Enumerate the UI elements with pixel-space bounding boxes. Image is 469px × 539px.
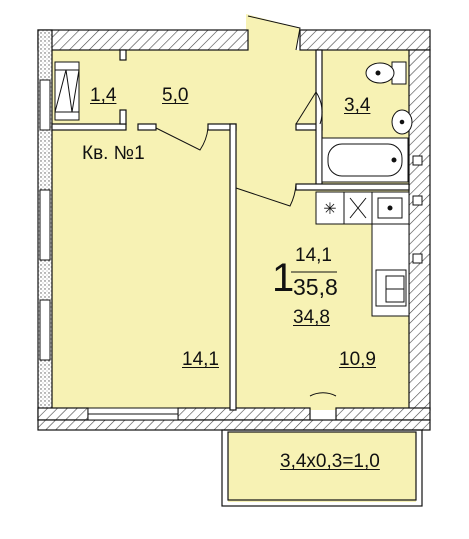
fridge-icon [375,269,407,307]
balcony [221,429,423,507]
svg-text:✳: ✳ [323,199,336,218]
stove-icon: ✳ [315,191,345,225]
room-area-storage: 1,4 [90,85,117,106]
room-area-hall: 5,0 [162,85,189,106]
interior-walls [51,49,410,411]
sink-icon [391,109,413,135]
wall-markers [412,155,423,264]
apartment-label: Кв. №1 [82,143,145,164]
doors [155,15,337,397]
toilet-icon [365,61,407,85]
storage-rack [54,61,80,121]
windows [39,79,179,421]
room-area-kitchen: 10,9 [339,349,376,370]
area-living: 14,1 [295,245,332,266]
bathtub-icon [321,137,409,183]
area-total: 35,8 [293,274,338,300]
kitchen-sink-icon [343,191,373,225]
room-area-bedroom: 14,1 [182,349,219,370]
area-reduced: 34,8 [293,307,330,328]
room-area-bathroom: 3,4 [344,95,371,116]
rooms-count: 1 [272,256,295,300]
balcony-area-label: 3,4x0,3=1,0 [280,451,380,472]
